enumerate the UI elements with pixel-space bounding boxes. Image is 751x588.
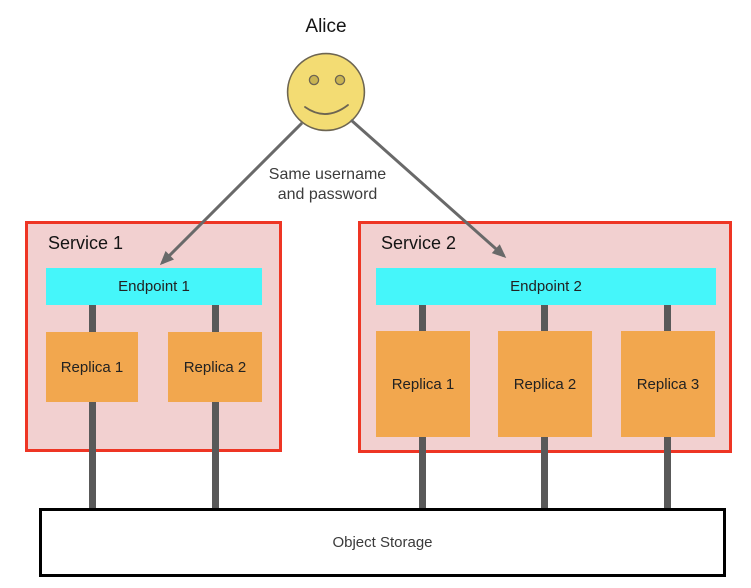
service-2-replica-1-box: Replica 1 [376,331,470,437]
object-storage-label: Object Storage [332,534,433,551]
smiley-face-icon [286,52,366,132]
connector-s2-replica3-storage [664,437,671,509]
actor-smiley-face [286,52,366,132]
connector-s2-replica1-storage [419,437,426,509]
service-2-label: Service 2 [381,233,457,253]
connector-s1-replica1-storage [89,402,96,509]
endpoint-1-box: Endpoint 1 [46,268,262,305]
annotation-line-1: Same username [268,166,387,183]
connector-s2-endpoint-replica1 [419,305,426,331]
service-1-box: Service 1 Endpoint 1 Replica 1 Replica 2 [25,221,282,452]
service-2-replica-3-box: Replica 3 [621,331,715,437]
connector-s2-endpoint-replica3 [664,305,671,331]
annotation-same-credentials: Same username and password [230,165,425,205]
annotation-line-2: and password [277,186,378,203]
service-1-replica-1-box: Replica 1 [46,332,138,402]
endpoint-2-box: Endpoint 2 [376,268,716,305]
service-1-replica-2-box: Replica 2 [168,332,262,402]
actor-label: Alice [305,16,347,37]
connector-s1-replica2-storage [212,402,219,509]
object-storage-box: Object Storage [39,508,726,577]
service-2-replica-2-box: Replica 2 [498,331,592,437]
service-1-label: Service 1 [48,233,124,253]
connector-s1-endpoint-replica1 [89,305,96,332]
connector-s2-endpoint-replica2 [541,305,548,331]
connector-s1-endpoint-replica2 [212,305,219,332]
service-2-box: Service 2 Endpoint 2 Replica 1 Replica 2… [358,221,732,453]
connector-s2-replica2-storage [541,437,548,509]
